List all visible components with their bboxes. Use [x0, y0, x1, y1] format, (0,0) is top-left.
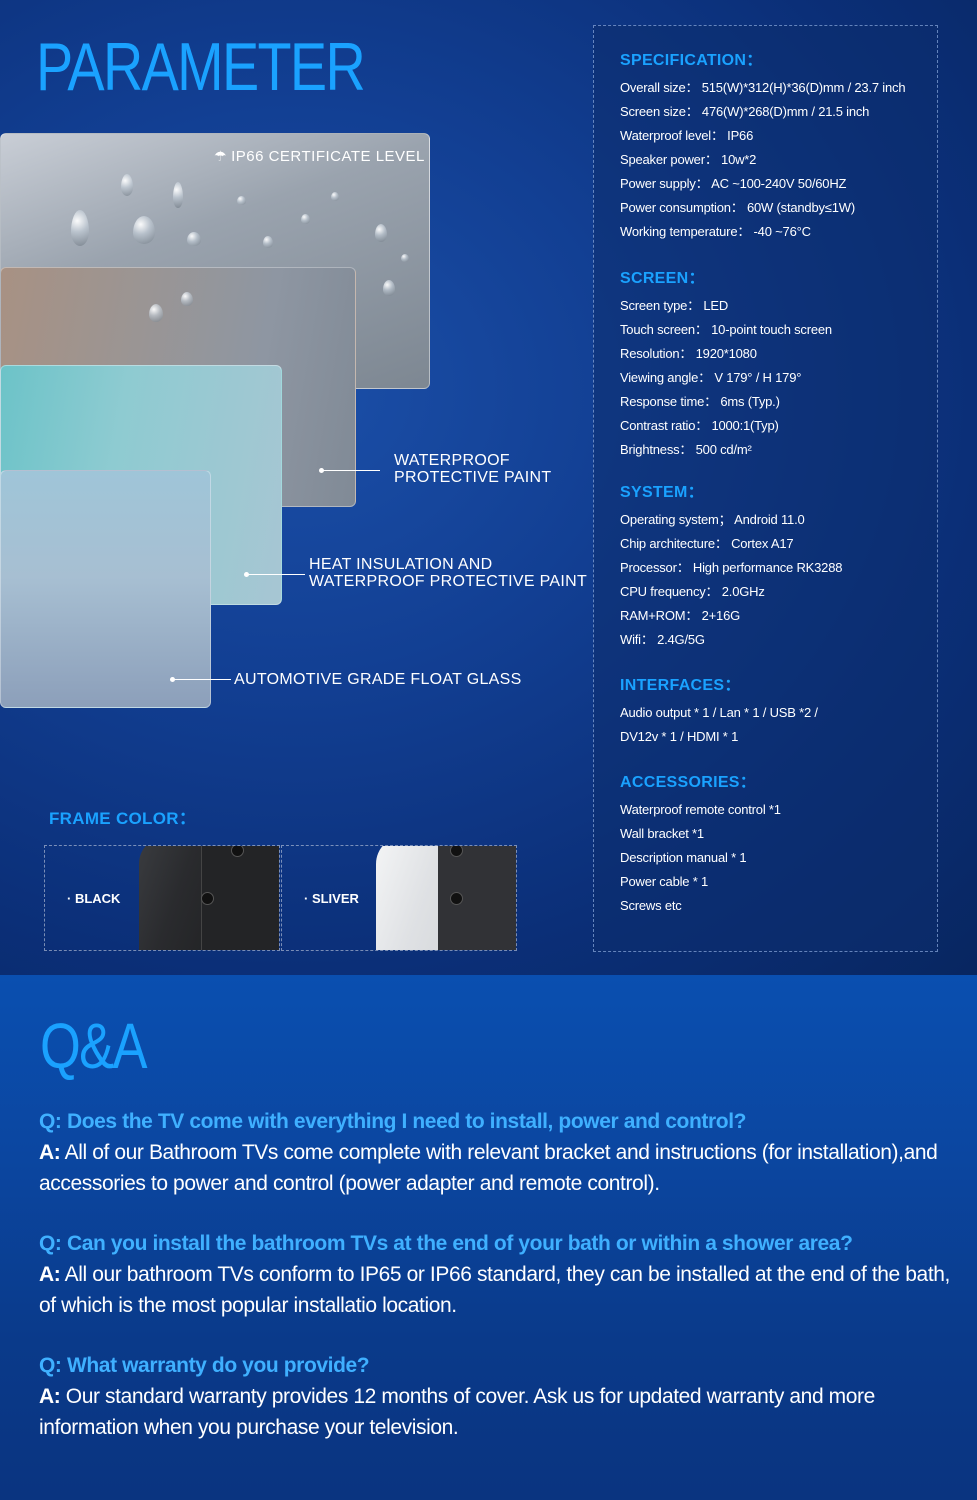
water-drop-icon [375, 224, 387, 242]
screw-icon [450, 846, 463, 857]
frame-color-black[interactable]: · BLACK [44, 845, 280, 951]
spec-row: Response time： 6ms (Typ.) [620, 394, 780, 409]
black-frame-image [139, 846, 279, 950]
parameter-title: PARAMETER [36, 29, 366, 105]
glass-layer-float-glass [0, 470, 211, 708]
spec-heading: SYSTEM： [620, 484, 704, 501]
spec-heading: SCREEN： [620, 270, 705, 287]
screw-icon [231, 846, 244, 857]
spec-row: Viewing angle： V 179° / H 179° [620, 370, 802, 385]
answer-text: Our standard warranty provides 12 months… [39, 1385, 875, 1439]
water-drop-icon [121, 174, 133, 196]
water-drop-icon [181, 292, 193, 306]
spec-group-system: SYSTEM： Operating system； Android 11.0 C… [620, 478, 842, 652]
spec-heading: INTERFACES： [620, 677, 741, 694]
spec-row: Power cable * 1 [620, 874, 709, 889]
spec-row: RAM+ROM： 2+16G [620, 608, 741, 623]
spec-row: Wall bracket *1 [620, 826, 704, 841]
callout-heat-insulation: HEAT INSULATION AND WATERPROOF PROTECTIV… [309, 556, 588, 590]
answer-prefix: A: [39, 1385, 61, 1408]
spec-group-interfaces: INTERFACES： Audio output * 1 / Lan * 1 /… [620, 671, 818, 749]
water-drop-icon [401, 254, 409, 262]
water-drop-icon [331, 192, 339, 201]
callout-line [247, 574, 305, 575]
qa-title: Q&A [40, 1010, 148, 1082]
water-drop-icon [383, 280, 395, 296]
question: Q: What warranty do you provide? [39, 1354, 370, 1377]
frame-color-label: · SLIVER [304, 891, 359, 906]
spec-row: Screen type： LED [620, 298, 729, 313]
qa-item: Q: What warranty do you provide? A: Our … [39, 1351, 959, 1443]
spec-row: Touch screen： 10-point touch screen [620, 322, 832, 337]
water-drop-icon [149, 304, 163, 322]
certificate-label: ☂IP66 CERTIFICATE LEVEL [214, 148, 425, 165]
water-drop-icon [173, 182, 183, 208]
spec-row: Audio output * 1 / Lan * 1 / USB *2 / [620, 705, 818, 720]
answer: A: Our standard warranty provides 12 mon… [39, 1381, 959, 1443]
certificate-text: IP66 CERTIFICATE LEVEL [231, 148, 425, 165]
spec-heading: SPECIFICATION： [620, 52, 763, 69]
callout-dot [319, 468, 324, 473]
spec-row: Overall size： 515(W)*312(H)*36(D)mm / 23… [620, 80, 906, 95]
water-drop-icon [187, 232, 201, 246]
silver-frame-image [376, 846, 516, 950]
water-drop-icon [133, 216, 155, 244]
spec-row: Working temperature： -40 ~76°C [620, 224, 811, 239]
callout-dot [244, 572, 249, 577]
spec-row: DV12v * 1 / HDMI * 1 [620, 729, 739, 744]
spec-row: Chip architecture： Cortex A17 [620, 536, 794, 551]
spec-group-screen: SCREEN： Screen type： LED Touch screen： 1… [620, 264, 832, 462]
qa-item: Q: Can you install the bathroom TVs at t… [39, 1229, 959, 1321]
water-drop-icon [71, 210, 89, 246]
spec-row: Brightness： 500 cd/m² [620, 442, 752, 457]
spec-row: Operating system； Android 11.0 [620, 512, 805, 527]
qa-section: Q&A Q: Does the TV come with everything … [0, 975, 977, 1500]
answer: A: All of our Bathroom TVs come complete… [39, 1137, 959, 1199]
spec-panel: SPECIFICATION： Overall size： 515(W)*312(… [593, 25, 938, 952]
spec-row: Waterproof remote control *1 [620, 802, 781, 817]
spec-row: Screws etc [620, 898, 682, 913]
water-drop-icon [263, 236, 273, 248]
umbrella-icon: ☂ [214, 148, 228, 164]
spec-row: Waterproof level： IP66 [620, 128, 754, 143]
answer-text: All of our Bathroom TVs come complete wi… [39, 1141, 938, 1195]
callout-line [322, 470, 380, 471]
spec-row: Processor： High performance RK3288 [620, 560, 843, 575]
parameter-section: PARAMETER ☂IP66 CERTIFICATE LEVEL WATERP… [0, 0, 977, 975]
spec-row: Contrast ratio： 1000:1(Typ) [620, 418, 779, 433]
qa-item: Q: Does the TV come with everything I ne… [39, 1107, 959, 1199]
callout-waterproof-paint: WATERPROOF PROTECTIVE PAINT [394, 452, 552, 486]
frame-color-title: FRAME COLOR： [49, 809, 197, 828]
callout-float-glass: AUTOMOTIVE GRADE FLOAT GLASS [234, 671, 522, 688]
callout-dot [170, 677, 175, 682]
spec-group-specification: SPECIFICATION： Overall size： 515(W)*312(… [620, 46, 906, 244]
spec-group-accessories: ACCESSORIES： Waterproof remote control *… [620, 768, 781, 918]
question: Q: Can you install the bathroom TVs at t… [39, 1232, 853, 1255]
spec-row: Resolution： 1920*1080 [620, 346, 757, 361]
callout-line [173, 679, 231, 680]
spec-row: Screen size： 476(W)*268(D)mm / 21.5 inch [620, 104, 870, 119]
frame-color-silver[interactable]: · SLIVER [281, 845, 517, 951]
answer: A: All our bathroom TVs conform to IP65 … [39, 1259, 959, 1321]
spec-row: Description manual * 1 [620, 850, 747, 865]
spec-row: Wifi： 2.4G/5G [620, 632, 705, 647]
answer-prefix: A: [39, 1263, 61, 1286]
question: Q: Does the TV come with everything I ne… [39, 1110, 747, 1133]
frame-color-label: · BLACK [67, 891, 121, 906]
water-drop-icon [301, 214, 310, 224]
spec-row: Speaker power： 10w*2 [620, 152, 757, 167]
answer-text: All our bathroom TVs conform to IP65 or … [39, 1263, 950, 1317]
screw-icon [201, 892, 214, 905]
spec-heading: ACCESSORIES： [620, 774, 757, 791]
answer-prefix: A: [39, 1141, 61, 1164]
spec-row: Power consumption： 60W (standby≤1W) [620, 200, 855, 215]
spec-row: CPU frequency： 2.0GHz [620, 584, 765, 599]
screw-icon [450, 892, 463, 905]
spec-row: Power supply： AC ~100-240V 50/60HZ [620, 176, 847, 191]
water-drop-icon [237, 196, 246, 205]
